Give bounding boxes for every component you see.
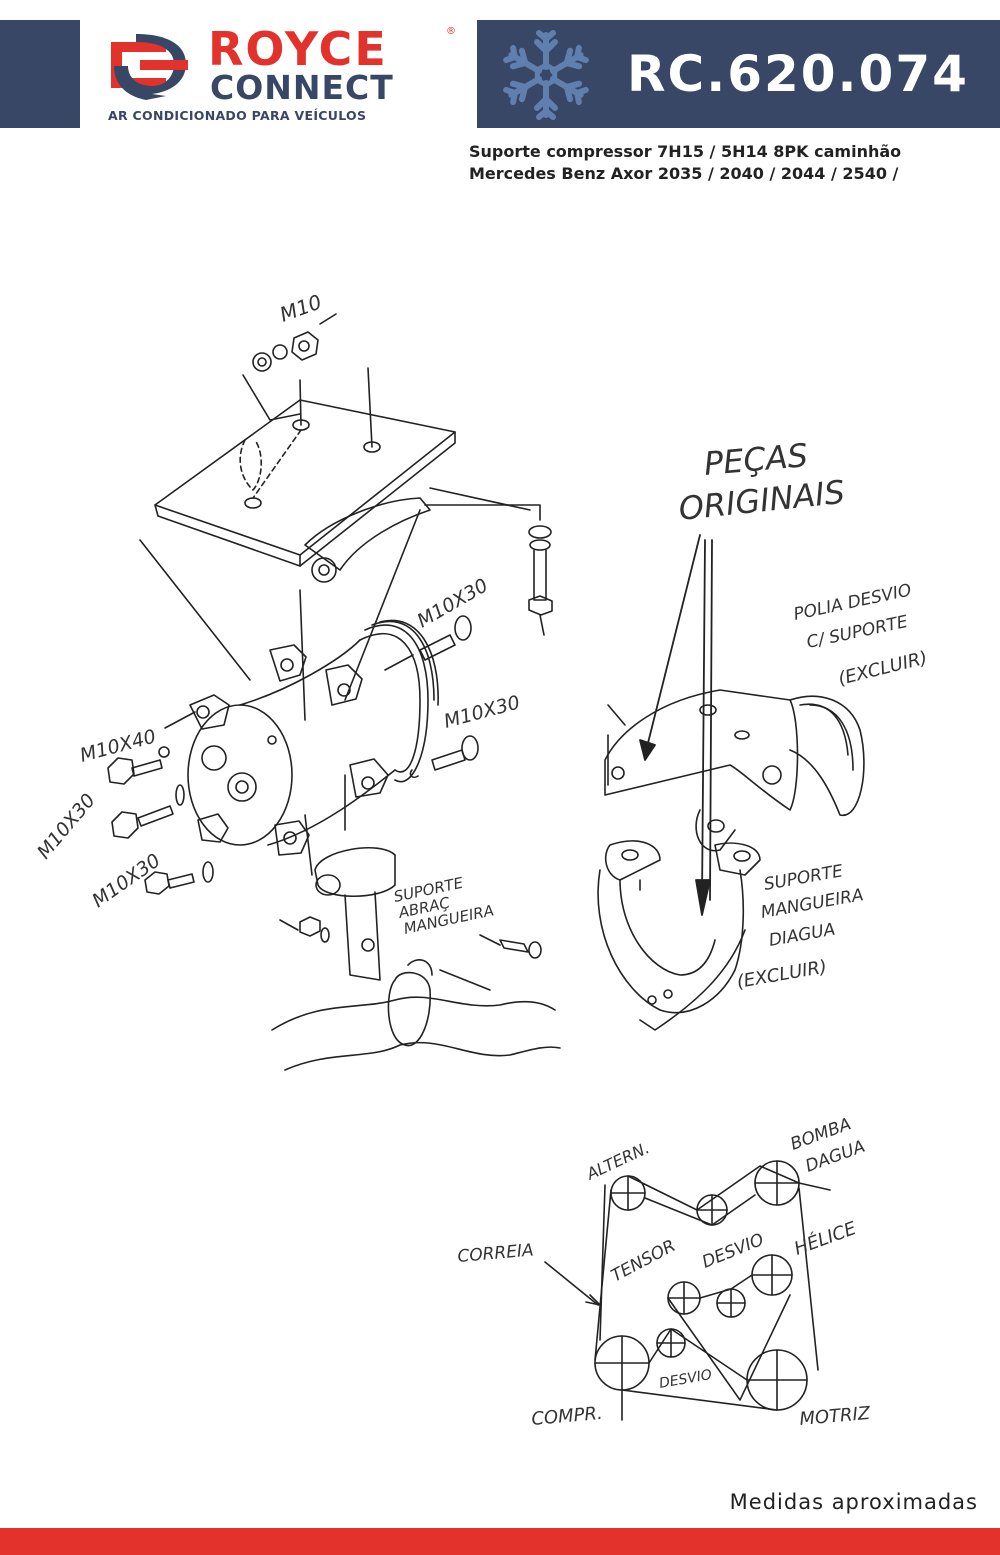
label-originais: ORIGINAIS (677, 473, 847, 528)
original-bracket (604, 689, 865, 852)
brand-tagline: AR CONDICIONADO PARA VEÍCULOS (108, 108, 367, 123)
bottom-accent-bar (0, 1528, 1000, 1555)
header-code-block: RC.620.074 (477, 20, 1000, 128)
label-sup-mang-3: DIAGUA (767, 920, 836, 951)
label-m10x30-mid: M10X30 (442, 691, 523, 732)
belt-routing-diagram (544, 1160, 831, 1421)
mounting-plate (154, 367, 456, 567)
label-desvio-bottom: DESVIO (658, 1367, 713, 1392)
label-desvio-top: DESVIO (699, 1230, 766, 1273)
label-pecas: PEÇAS (702, 436, 809, 483)
label-polia-3: (EXCLUIR) (836, 647, 929, 689)
footer-note: Medidas aproximadas (729, 1490, 978, 1514)
label-compressor: COMPR. (531, 1403, 604, 1430)
compressor-body (187, 619, 439, 856)
brand-name-bottom: CONNECT (210, 68, 394, 107)
bolt-m10x40 (107, 711, 196, 785)
brand-name-top: ROYCE (208, 22, 388, 76)
diagram-labels: M10 M10X30 M10X30 M10X40 M10X30 M10X30 S… (33, 290, 930, 1430)
label-m10x30-left: M10X30 (33, 790, 100, 864)
top-nut-assembly (242, 313, 337, 421)
assembly-diagram: M10 M10X30 M10X30 M10X40 M10X30 M10X30 S… (33, 290, 930, 1430)
bolt-m10x30-left (111, 784, 185, 839)
brand-logo: ROYCE ® CONNECT AR CONDICIONADO PARA VEÍ… (106, 20, 461, 128)
hose-clamp-support (279, 774, 396, 981)
product-description: Suporte compressor 7H15 / 5H14 8PK camin… (469, 141, 901, 185)
product-code: RC.620.074 (627, 45, 969, 103)
description-line-1: Suporte compressor 7H15 / 5H14 8PK camin… (469, 142, 902, 161)
snowflake-icon (501, 30, 591, 120)
label-tensor: TENSOR (608, 1236, 679, 1286)
label-helice: HÉLICE (791, 1217, 859, 1260)
label-motriz: MOTRIZ (799, 1403, 872, 1430)
bolt-m10x30-top (384, 615, 472, 671)
description-line-2: Mercedes Benz Axor 2035 / 2040 / 2044 / … (469, 164, 899, 183)
label-correia: CORREIA (457, 1240, 535, 1267)
bolt-m10x30-bottom (144, 861, 214, 895)
hose-and-clamp (271, 934, 561, 1071)
label-m10x40: M10X40 (78, 725, 159, 766)
compressor-bracket (139, 487, 541, 721)
label-m10x30-bottom: M10X30 (88, 849, 164, 912)
logo-mark-icon (111, 34, 188, 100)
bolt-m10x30-mid (409, 735, 479, 779)
hose-support-bracket (597, 840, 761, 1031)
registered-mark: ® (446, 26, 456, 37)
vertical-bolt (528, 525, 553, 636)
label-m10x30-top: M10X30 (414, 574, 492, 632)
label-m10: M10 (277, 290, 325, 327)
header-left-block (0, 20, 80, 128)
label-sup-mang-4: (EXCLUIR) (735, 956, 828, 992)
pecas-originais-arrows (639, 534, 713, 916)
label-alternador: ALTERN. (583, 1138, 653, 1184)
